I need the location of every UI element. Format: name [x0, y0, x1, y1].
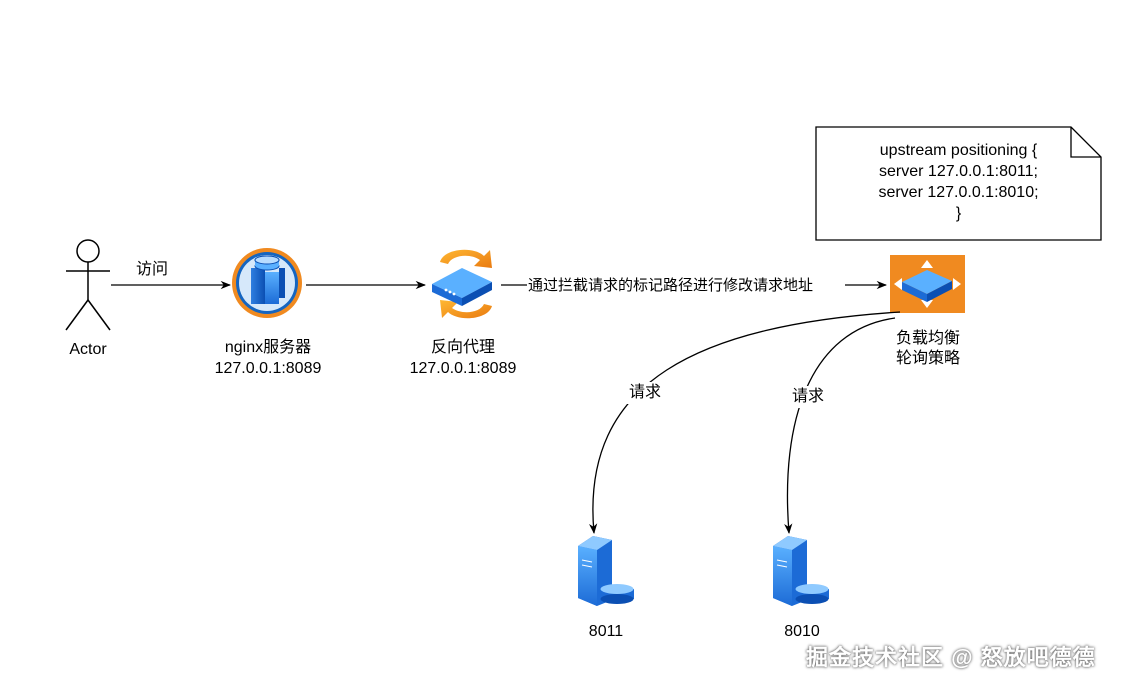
- balancer-line-2: 轮询策略: [895, 350, 960, 367]
- server-icon-8011: [578, 536, 634, 606]
- proxy-address: 127.0.0.1:8089: [409, 360, 517, 377]
- server-label-8010: 8010: [784, 623, 820, 640]
- server-icon-8010: [773, 536, 829, 606]
- edge-request-8010-label: 请求: [792, 388, 825, 405]
- note-line-2: server 127.0.0.1:8011;: [879, 163, 1038, 180]
- edge-request-8011: [589, 311, 901, 535]
- upstream-note: upstream positioning { server 127.0.0.1:…: [816, 127, 1101, 240]
- nginx-address: 127.0.0.1:8089: [214, 360, 322, 377]
- watermark: 掘金技术社区 @ 怒放吧德德: [806, 645, 1096, 670]
- note-line-4: }: [955, 205, 962, 222]
- proxy-name: 反向代理: [430, 339, 495, 356]
- edge-rewrite-label: 通过拦截请求的标记路径进行修改请求地址: [528, 277, 814, 294]
- edge-request-8011-label: 请求: [629, 384, 662, 401]
- note-line-1: upstream positioning {: [879, 142, 1038, 159]
- nginx-server-icon: [232, 248, 302, 318]
- actor-icon: [65, 239, 111, 331]
- edge-rewrite-label-bg: [527, 274, 845, 296]
- reverse-proxy-icon: [432, 249, 492, 319]
- nginx-name: nginx服务器: [224, 339, 312, 356]
- upstream-note-shape: [815, 126, 1102, 241]
- server-label-8011: 8011: [588, 623, 624, 640]
- load-balancer-icon: [890, 255, 965, 313]
- note-line-3: server 127.0.0.1:8010;: [878, 184, 1039, 201]
- balancer-line-1: 负载均衡: [895, 330, 960, 347]
- edge-visit-label: 访问: [136, 261, 169, 278]
- actor-label: Actor: [69, 341, 107, 358]
